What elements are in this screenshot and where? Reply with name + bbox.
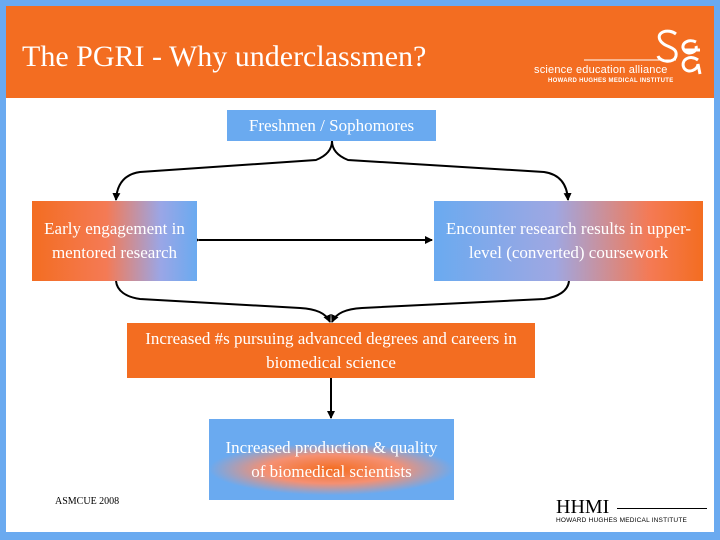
hhmi-logo-rule [617, 508, 707, 509]
sea-logo-subtext: HOWARD HUGHES MEDICAL INSTITUTE [548, 78, 674, 84]
sea-logo: science education alliance HOWARD HUGHES… [526, 20, 706, 90]
node-advanced-degrees: Increased #s pursuing advanced degrees a… [127, 323, 535, 378]
sea-logo-mark-icon [584, 29, 702, 75]
hhmi-logo-subtext: HOWARD HUGHES MEDICAL INSTITUTE [556, 517, 688, 524]
header-bar: The PGRI - Why underclassmen? science ed… [6, 6, 714, 98]
node-early-engagement: Early engagement in mentored research [32, 201, 197, 281]
slide-title: The PGRI - Why underclassmen? [22, 40, 427, 73]
sea-logo-text: science education alliance [534, 64, 668, 76]
node-freshmen-sophomores: Freshmen / Sophomores [227, 110, 436, 141]
hhmi-logo-text: HHMI [556, 496, 610, 518]
node-research-results: Encounter research results in upper-leve… [434, 201, 703, 281]
footer-note: ASMCUE 2008 [55, 496, 120, 507]
hhmi-logo: HHMI HOWARD HUGHES MEDICAL INSTITUTE [553, 497, 713, 527]
node-scientist-production: Increased production & quality of biomed… [209, 419, 454, 500]
